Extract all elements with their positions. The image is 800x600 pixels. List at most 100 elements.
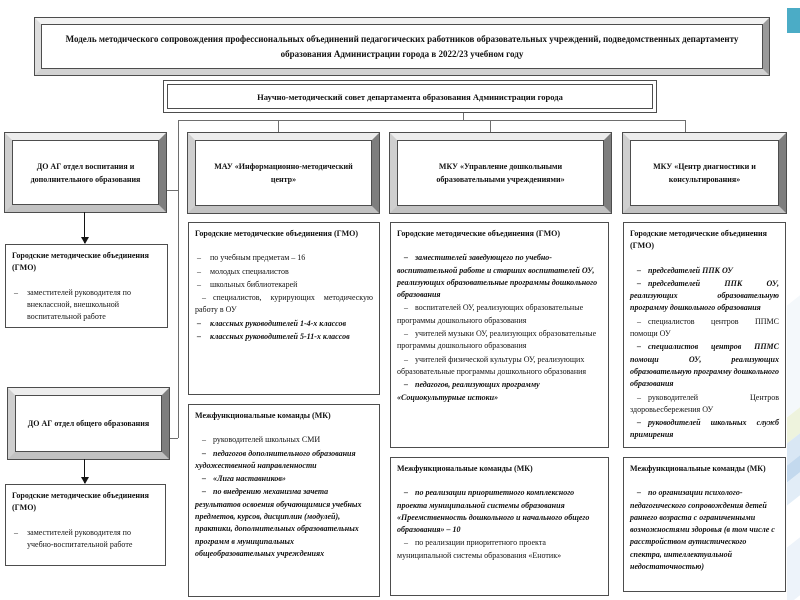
bullet-text: молодых специалистов xyxy=(210,266,289,276)
bullet-list: –председателей ППК ОУ–председателей ППК … xyxy=(630,265,779,442)
list-item: –классных руководителей 5-11-х классов xyxy=(195,331,373,343)
mk-box-col2: Межфункциональные команды (МК) –руководи… xyxy=(188,404,380,597)
bullet-dash: – xyxy=(202,448,206,458)
bullet-text: педагогов, реализующих программу «Социок… xyxy=(397,380,540,402)
bullet-dash: – xyxy=(197,318,201,328)
bullet-text: классных руководителей 5-11-х классов xyxy=(210,332,350,342)
bullet-dash: – xyxy=(404,354,408,364)
bullet-dash: – xyxy=(404,329,408,339)
bullet-text: специалистов центров ППМС помощи ОУ, реа… xyxy=(630,342,779,389)
box-title: Межфункциональные команды (МК) xyxy=(630,464,766,473)
list-item: –школьных библиотекарей xyxy=(195,279,373,291)
bullet-list: –по учебным предметам – 16–молодых специ… xyxy=(195,252,373,343)
list-item: –воспитателей ОУ, реализующих образовате… xyxy=(397,302,602,327)
bullet-list: –руководителей школьных СМИ–педагогов до… xyxy=(195,434,373,560)
doshkolnye-label: МКУ «Управление дошкольными образователь… xyxy=(397,140,604,206)
bullet-text: руководителей школьных служб примирения xyxy=(630,418,779,440)
bullet-dash: – xyxy=(14,527,18,537)
mk-box-col3: Межфункциональные команды (МК) –по реали… xyxy=(390,457,609,596)
dept-vospitaniya-header-box: ДО АГ отдел воспитания и дополнительного… xyxy=(4,132,167,213)
bullet-dash: – xyxy=(404,488,408,498)
bullet-text: специалистов, курирующих методическую ра… xyxy=(195,293,373,315)
bullet-dash: – xyxy=(197,266,201,276)
title-banner-box: Модель методического сопровождения профе… xyxy=(34,17,770,76)
council-title: Научно-методический совет департамента о… xyxy=(167,84,653,109)
edge-stripe xyxy=(787,291,800,421)
teal-accent-square xyxy=(787,8,800,33)
edge-stripe xyxy=(787,533,800,600)
bullet-dash: – xyxy=(404,538,408,548)
bullet-text: по учебным предметам – 16 xyxy=(210,253,306,263)
list-item: –руководителей школьных СМИ xyxy=(195,434,373,446)
bullet-text: руководителей Центров здоровьесбережения… xyxy=(630,392,779,414)
list-item: –педагогов дополнительного образования х… xyxy=(195,448,373,473)
connector-line xyxy=(165,190,178,191)
bullet-list: –по реализации приоритетного комплексног… xyxy=(397,487,602,562)
bullet-text: воспитателей ОУ, реализующих образовател… xyxy=(397,303,584,325)
list-item: –руководителей Центров здоровьесбережени… xyxy=(630,392,779,417)
box-title: Межфункциональные команды (МК) xyxy=(195,411,331,420)
bullet-dash: – xyxy=(637,265,641,275)
bullet-list: –по организации психолого-педагогическог… xyxy=(630,487,779,573)
bullet-dash: – xyxy=(637,392,641,402)
list-item: –председателей ППК ОУ xyxy=(630,265,779,277)
list-item: –специалистов, курирующих методическую р… xyxy=(195,292,373,317)
list-item: –по учебным предметам – 16 xyxy=(195,252,373,264)
dept-vospitaniya-label: ДО АГ отдел воспитания и дополнительного… xyxy=(12,140,159,205)
list-item: –по внедрению механизма зачета результат… xyxy=(195,486,373,560)
bullet-text: учителей музыки ОУ, реализующих образова… xyxy=(397,329,597,351)
connector-line xyxy=(178,120,686,121)
mk-box-col4: Межфункциональные команды (МК) –по орган… xyxy=(623,457,786,592)
gmo-box-col4: Городские методические объединения (ГМО)… xyxy=(623,222,786,448)
connector-line xyxy=(278,120,279,134)
list-item: –по реализации приоритетного проекта мун… xyxy=(397,537,602,562)
bullet-text: классных руководителей 1-4-х классов xyxy=(210,318,347,328)
list-item: –учителей физической культуры ОУ, реализ… xyxy=(397,354,602,379)
bullet-text: педагогов дополнительного образования ху… xyxy=(195,448,356,470)
gmo-box-col3: Городские методические объединения (ГМО)… xyxy=(390,222,609,448)
connector-line xyxy=(463,113,464,120)
bullet-dash: – xyxy=(404,253,408,263)
bullet-list: –заместителей руководителя по учебно-вос… xyxy=(12,527,159,552)
list-item: –педагогов, реализующих программу «Социо… xyxy=(397,379,602,404)
list-item: –заместителей руководителя по внеклассно… xyxy=(12,287,161,324)
box-title: Городские методические объединения (ГМО) xyxy=(630,229,767,251)
bullet-text: заместителей руководителя по внеклассной… xyxy=(27,287,131,322)
bullet-dash: – xyxy=(637,342,641,352)
connector-line xyxy=(178,120,179,438)
bullet-dash: – xyxy=(202,474,206,484)
bullet-list: –заместителей заведующего по учебно-восп… xyxy=(397,252,602,404)
list-item: –классных руководителей 1-4-х классов xyxy=(195,318,373,330)
bullet-text: руководителей школьных СМИ xyxy=(213,435,321,445)
box-title: Городские методические объединения (ГМО) xyxy=(12,251,149,273)
bullet-text: учителей физической культуры ОУ, реализу… xyxy=(397,354,587,376)
list-item: –заместителей заведующего по учебно-восп… xyxy=(397,252,602,301)
bullet-dash: – xyxy=(197,279,201,289)
list-item: –молодых специалистов xyxy=(195,266,373,278)
slide-title: Модель методического сопровождения профе… xyxy=(41,24,763,69)
list-item: –специалистов центров ППМС помощи ОУ xyxy=(630,316,779,341)
bullet-dash: – xyxy=(404,380,408,390)
box-title: Городские методические объединения (ГМО) xyxy=(195,229,359,238)
bullet-text: председателей ППК ОУ, реализующих образо… xyxy=(630,278,779,313)
bullet-text: «Лига наставников» xyxy=(213,474,286,484)
bullet-dash: – xyxy=(404,303,408,313)
bullet-text: специалистов центров ППМС помощи ОУ xyxy=(630,316,779,339)
imc-header-box: МАУ «Информационно-методический центр» xyxy=(187,132,380,214)
bullet-dash: – xyxy=(637,278,641,288)
imc-label: МАУ «Информационно-методический центр» xyxy=(195,140,372,206)
bullet-dash: – xyxy=(202,435,206,445)
bullet-text: школьных библиотекарей xyxy=(210,279,298,289)
bullet-dash: – xyxy=(202,487,206,497)
connector-line xyxy=(685,120,686,134)
dept-obshego-label: ДО АГ отдел общего образования xyxy=(15,395,162,452)
gmo-box-col2: Городские методические объединения (ГМО)… xyxy=(188,222,380,395)
list-item: –по организации психолого-педагогическог… xyxy=(630,487,779,573)
bullet-dash: – xyxy=(14,287,18,297)
list-item: –специалистов центров ППМС помощи ОУ, ре… xyxy=(630,341,779,390)
down-arrow xyxy=(81,459,89,484)
bullet-dash: – xyxy=(637,316,641,326)
bullet-dash: – xyxy=(197,332,201,342)
list-item: –«Лига наставников» xyxy=(195,473,373,485)
